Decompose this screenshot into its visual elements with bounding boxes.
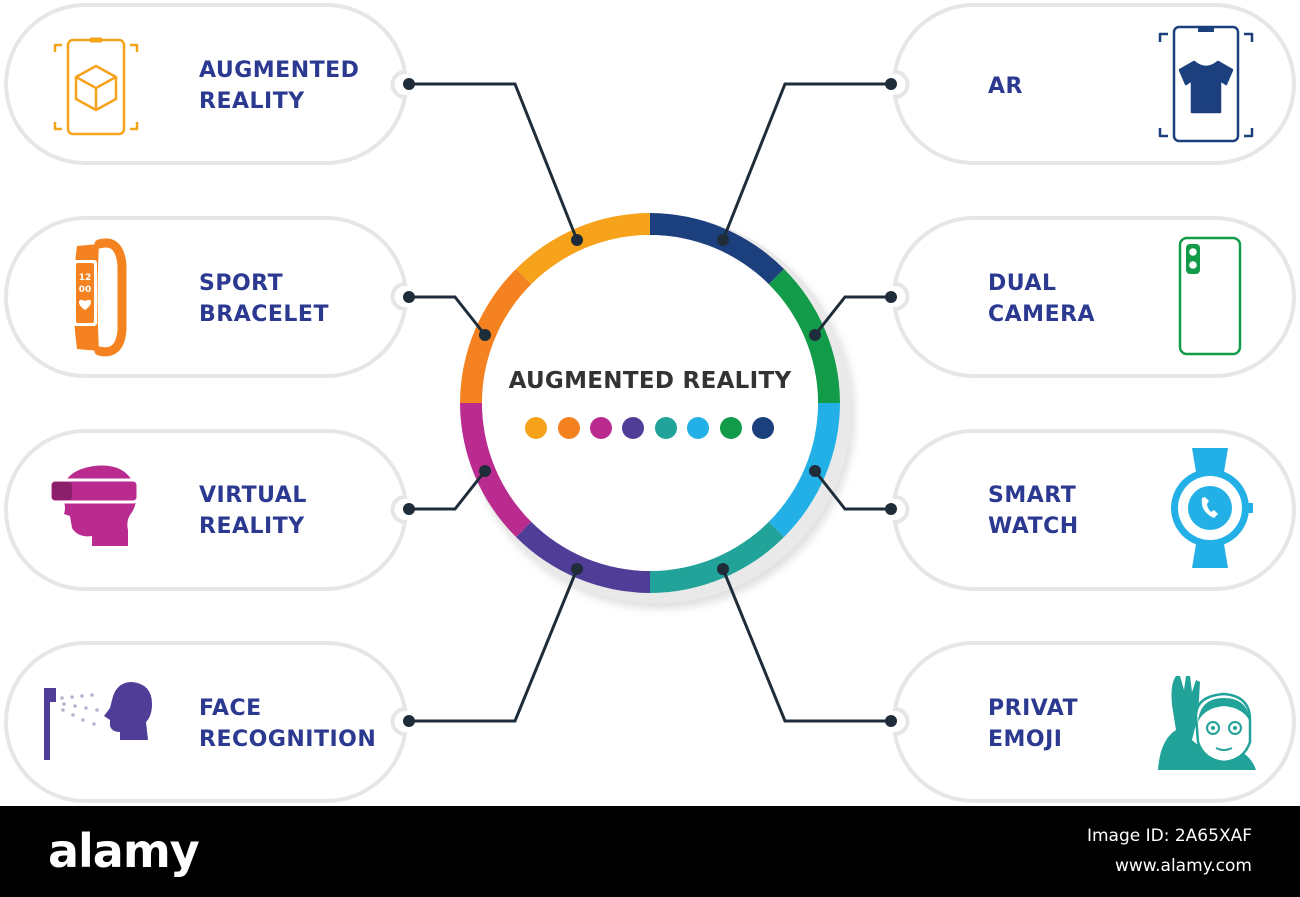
waving-person-icon bbox=[1158, 676, 1256, 770]
infographic: 12 00 bbox=[4, 2, 1296, 803]
label-line: DUAL bbox=[988, 271, 1057, 296]
dual-camera-phone-icon bbox=[1178, 236, 1242, 356]
label-line: EMOJI bbox=[988, 727, 1063, 752]
label-ar: AR bbox=[988, 71, 1023, 102]
pill-right-3 bbox=[892, 429, 1296, 591]
face-scan-icon bbox=[44, 682, 152, 760]
diagram-graphic: 12 00 bbox=[4, 2, 1296, 803]
svg-text:12: 12 bbox=[79, 273, 92, 283]
label-line: CAMERA bbox=[988, 302, 1096, 327]
ring-center bbox=[482, 235, 818, 571]
label-sport-bracelet: SPORT BRACELET bbox=[199, 268, 329, 330]
connector-dots bbox=[403, 78, 897, 727]
label-line: AR bbox=[988, 74, 1023, 99]
label-privat-emoji: PRIVAT EMOJI bbox=[988, 693, 1078, 755]
label-line: BRACELET bbox=[199, 302, 329, 327]
label-line: REALITY bbox=[199, 514, 305, 539]
vr-headset-head-icon bbox=[48, 465, 140, 546]
ar-tshirt-phone-icon bbox=[1158, 25, 1254, 143]
label-line: FACE bbox=[199, 696, 262, 721]
label-line: VIRTUAL bbox=[199, 483, 307, 508]
label-smart-watch: SMART WATCH bbox=[988, 480, 1079, 542]
brand-logo: alamy bbox=[48, 824, 200, 878]
label-line: REALITY bbox=[199, 89, 305, 114]
label-line: AUGMENTED bbox=[199, 58, 360, 83]
pill-left-4 bbox=[4, 641, 408, 803]
label-line: WATCH bbox=[988, 514, 1079, 539]
svg-text:00: 00 bbox=[79, 285, 92, 295]
image-id: Image ID: 2A65XAF bbox=[1086, 826, 1252, 846]
label-virtual-reality: VIRTUAL REALITY bbox=[199, 480, 307, 542]
smart-watch-icon bbox=[1171, 448, 1253, 568]
label-line: PRIVAT bbox=[988, 696, 1079, 721]
label-line: SPORT bbox=[199, 271, 284, 296]
pill-left-2 bbox=[4, 216, 408, 378]
pill-left-1 bbox=[4, 2, 408, 165]
watermark-footer: alamy Image ID: 2A65XAF www.alamy.com bbox=[0, 806, 1300, 897]
ar-cube-phone-icon bbox=[53, 37, 139, 136]
pill-right-1 bbox=[892, 2, 1296, 165]
palette-dots bbox=[525, 417, 774, 439]
label-line: SMART bbox=[988, 483, 1077, 508]
label-dual-camera: DUAL CAMERA bbox=[988, 268, 1095, 330]
label-line: RECOGNITION bbox=[199, 727, 377, 752]
label-augmented-reality: AUGMENTED REALITY bbox=[199, 55, 359, 117]
site-url: www.alamy.com bbox=[1114, 856, 1252, 876]
fitness-bracelet-icon: 12 00 bbox=[73, 238, 127, 357]
center-title: AUGMENTED REALITY bbox=[508, 368, 792, 394]
connectors bbox=[409, 82, 891, 723]
label-face-recognition: FACE RECOGNITION bbox=[199, 693, 376, 755]
